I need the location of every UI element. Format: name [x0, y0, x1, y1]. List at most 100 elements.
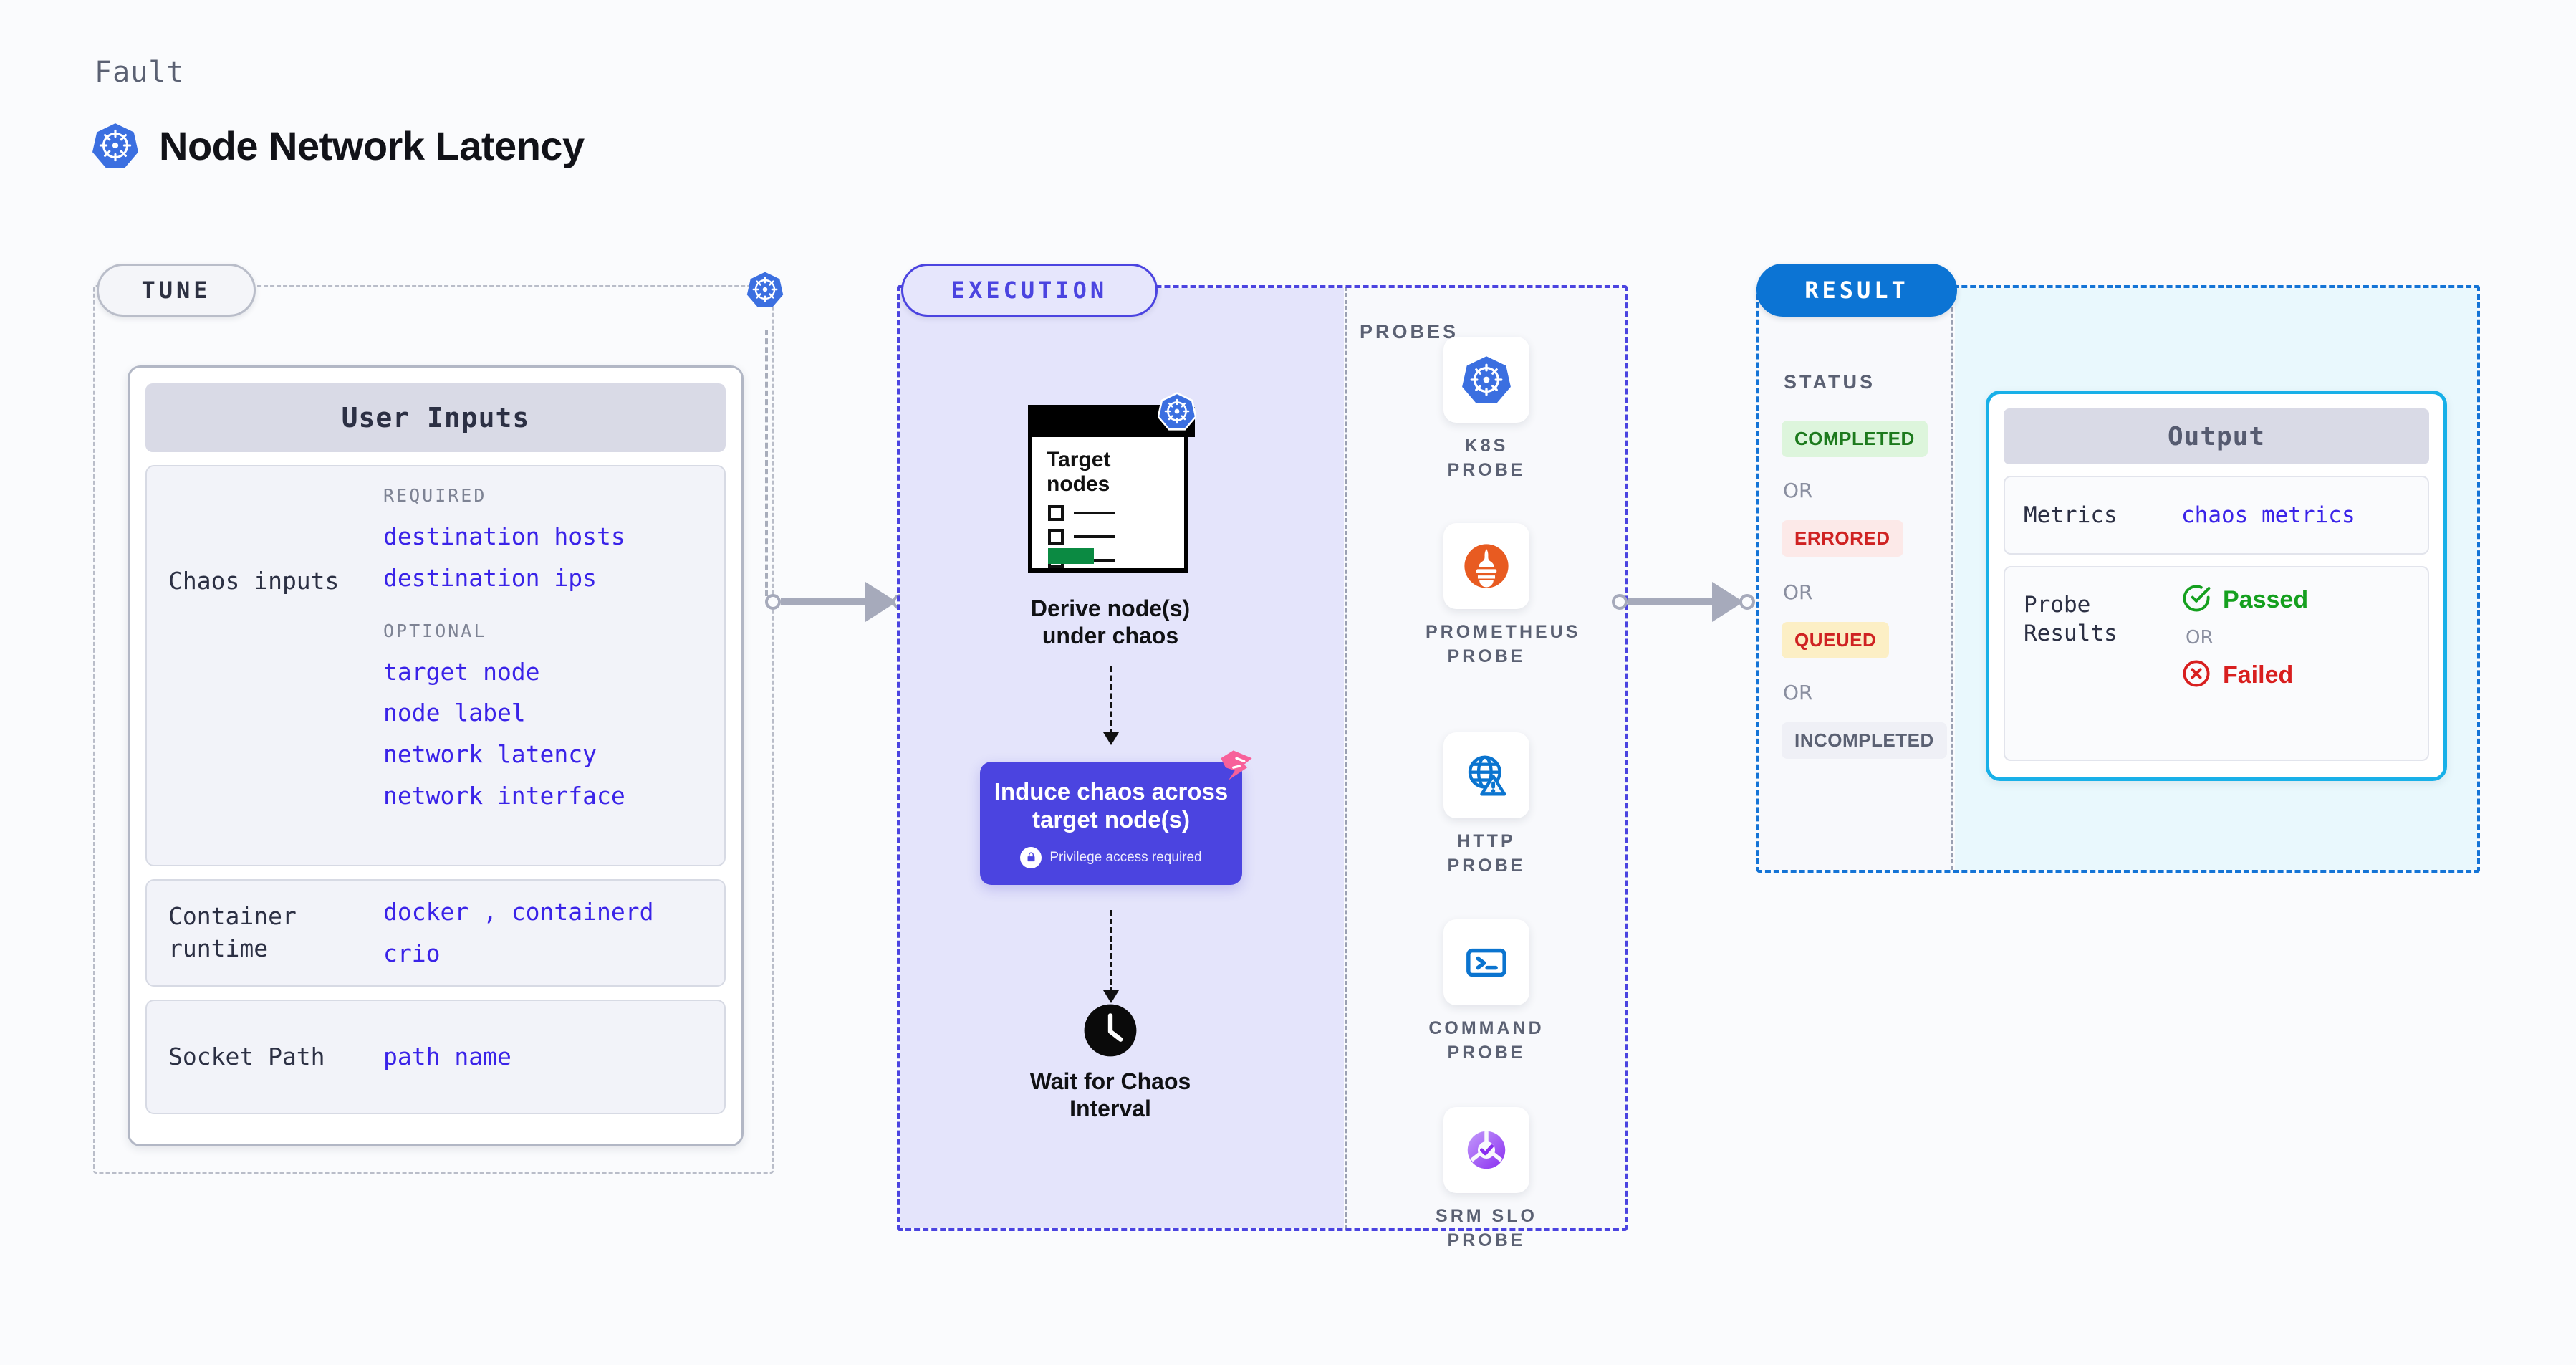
harness-icon — [1218, 747, 1255, 788]
tune-pill[interactable]: TUNE — [97, 264, 256, 317]
checkbox-icon — [1048, 529, 1064, 545]
chaos-inputs-label: Chaos inputs — [168, 567, 340, 595]
status-badge-errored: ERRORED — [1782, 520, 1903, 557]
kubernetes-icon — [92, 122, 139, 169]
document-icon: Target nodes — [1028, 405, 1195, 576]
document-heading: Target nodes — [1047, 448, 1111, 496]
terminal-icon — [1443, 919, 1529, 1005]
input-target-node[interactable]: target node — [383, 657, 540, 686]
chaos-inputs-values: REQUIRED destination hosts destination i… — [383, 485, 703, 817]
metrics-label: Metrics — [2024, 502, 2118, 528]
connector-arrowhead-icon — [1712, 582, 1744, 622]
output-title: Output — [2004, 408, 2429, 464]
status-badge-completed: COMPLETED — [1782, 421, 1928, 457]
status-or-label: OR — [1783, 580, 1813, 604]
probes-title: PROBES — [1360, 321, 1459, 343]
connector-bar — [781, 598, 867, 605]
probe-command[interactable]: COMMAND PROBE — [1426, 919, 1547, 1065]
kubernetes-icon — [1157, 392, 1197, 434]
user-inputs-card: User Inputs Chaos inputs REQUIRED destin… — [128, 365, 744, 1146]
socket-path-label: Socket Path — [168, 1042, 325, 1071]
input-destination-hosts[interactable]: destination hosts — [383, 522, 625, 550]
check-circle-icon — [2181, 583, 2211, 617]
induce-chaos-card[interactable]: Induce chaos across target node(s) Privi… — [980, 762, 1242, 885]
lock-icon — [1020, 846, 1042, 868]
checklist-item — [1048, 505, 1115, 521]
result-section — [1756, 285, 2480, 873]
kubernetes-icon — [746, 271, 784, 312]
document-checklist — [1048, 505, 1115, 576]
output-metrics-row: Metrics chaos metrics — [2004, 476, 2429, 555]
result-pill[interactable]: RESULT — [1756, 264, 1957, 317]
execution-pill[interactable]: EXECUTION — [901, 264, 1158, 317]
input-network-interface[interactable]: network interface — [383, 781, 625, 810]
input-node-label[interactable]: node label — [383, 699, 526, 727]
page-eyebrow: Fault — [95, 56, 185, 89]
wait-interval-label: Wait for Chaos Interval — [1029, 1068, 1191, 1122]
document-progress-bar — [1048, 548, 1094, 564]
prometheus-icon — [1443, 523, 1529, 609]
probe-label: HTTP PROBE — [1447, 831, 1526, 876]
input-network-latency[interactable]: network latency — [383, 740, 597, 768]
flow-arrow-icon — [1103, 910, 1119, 1003]
kubernetes-icon — [1443, 337, 1529, 423]
checklist-line — [1074, 535, 1115, 538]
metrics-value[interactable]: chaos metrics — [2181, 502, 2355, 528]
privilege-note: Privilege access required — [1020, 846, 1202, 868]
probe-srm-slo[interactable]: SRM SLO PROBE — [1426, 1107, 1547, 1253]
socket-path-values: path name — [383, 1036, 703, 1078]
connector-bar — [1628, 598, 1714, 605]
runtime-crio[interactable]: crio — [383, 939, 441, 967]
connector-arrowhead-icon — [865, 582, 897, 622]
container-runtime-values: docker , containerd crio — [383, 891, 703, 974]
passed-label: Passed — [2223, 586, 2309, 613]
tune-badge-stem — [765, 330, 768, 596]
status-or-label: OR — [1783, 681, 1813, 704]
container-runtime-label: Container runtime — [168, 902, 297, 962]
socket-path-value[interactable]: path name — [383, 1043, 511, 1071]
status-or-label: OR — [1783, 479, 1813, 502]
checklist-line — [1074, 512, 1115, 514]
probe-label: K8S PROBE — [1447, 436, 1526, 480]
privilege-note-text: Privilege access required — [1049, 849, 1202, 865]
probe-http[interactable]: HTTP PROBE — [1426, 732, 1547, 878]
probe-prometheus[interactable]: PROMETHEUS PROBE — [1426, 523, 1581, 669]
page-title-row: Node Network Latency — [92, 122, 585, 169]
container-runtime-row: Container runtime docker , containerd cr… — [145, 879, 726, 987]
status-badge-queued: QUEUED — [1782, 622, 1890, 658]
execution-section — [897, 285, 1628, 1231]
probe-results-or-label: OR — [2186, 627, 2214, 648]
probe-results-values: Passed OR Failed — [2181, 583, 2308, 692]
induce-chaos-label: Induce chaos across target node(s) — [994, 778, 1229, 833]
probe-k8s[interactable]: K8S PROBE — [1426, 337, 1547, 483]
probe-label: SRM SLO PROBE — [1436, 1206, 1537, 1250]
connector-execution-to-result — [1612, 580, 1755, 623]
checklist-item — [1048, 529, 1115, 545]
output-probe-results-row: Probe Results Passed OR — [2004, 566, 2429, 761]
runtime-docker-containerd[interactable]: docker , containerd — [383, 898, 654, 926]
chaos-inputs-row: Chaos inputs REQUIRED destination hosts … — [145, 465, 726, 866]
status-badge-incompleted: INCOMPLETED — [1782, 722, 1947, 759]
input-destination-ips[interactable]: destination ips — [383, 563, 597, 592]
connector-start-dot — [765, 594, 781, 610]
socket-path-row: Socket Path path name — [145, 1000, 726, 1114]
required-group-title: REQUIRED — [383, 485, 487, 506]
clock-icon — [1083, 1003, 1138, 1061]
flow-arrow-icon — [1103, 666, 1119, 745]
derive-nodes-label: Derive node(s) under chaos — [1030, 595, 1191, 649]
connector-start-dot — [1612, 594, 1628, 610]
checkbox-icon — [1048, 505, 1064, 521]
probe-label: COMMAND PROBE — [1428, 1018, 1544, 1063]
srm-slo-icon — [1443, 1107, 1529, 1193]
result-status-background — [1759, 288, 1953, 870]
probe-label: PROMETHEUS PROBE — [1426, 622, 1581, 666]
tune-section — [93, 285, 774, 1174]
output-card: Output Metrics chaos metrics Probe Resul… — [1986, 391, 2447, 781]
x-circle-icon — [2181, 658, 2211, 692]
probe-results-label: Probe Results — [2024, 592, 2118, 647]
optional-group-title: OPTIONAL — [383, 620, 487, 641]
user-inputs-title: User Inputs — [145, 383, 726, 452]
probe-result-passed: Passed — [2181, 583, 2308, 617]
failed-label: Failed — [2223, 661, 2294, 689]
